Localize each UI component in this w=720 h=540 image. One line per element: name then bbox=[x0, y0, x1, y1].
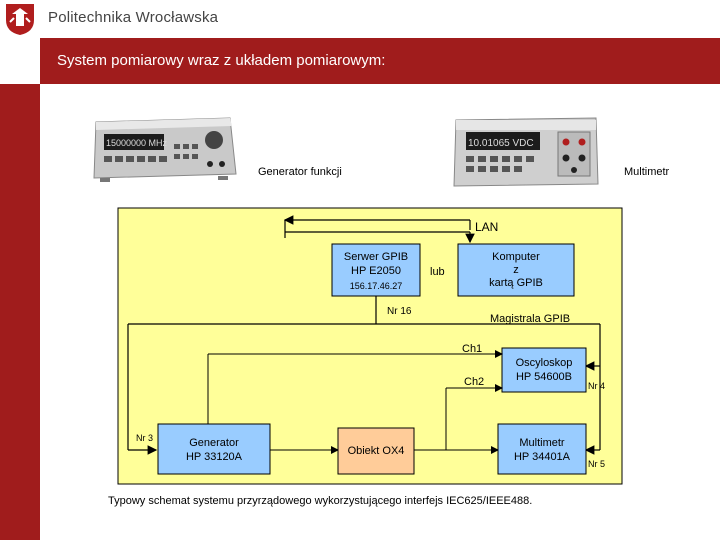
object-box bbox=[337, 427, 415, 475]
generator-label: Generator funkcji bbox=[258, 166, 342, 178]
left-margin-top bbox=[0, 38, 40, 84]
server-line2: HP E2050 bbox=[351, 265, 401, 277]
pc-line1: Komputer bbox=[492, 251, 540, 263]
or-label: lub bbox=[430, 266, 445, 278]
object-label: Obiekt OX4 bbox=[348, 445, 405, 457]
gpib-system-diagram: LAN Serwer GPIB HP E2050 156.17.46.27 lu… bbox=[117, 207, 623, 485]
multimeter-image: 10.01065 VDC bbox=[448, 104, 604, 188]
multimeter-box bbox=[497, 423, 587, 475]
ch2-label: Ch2 bbox=[464, 376, 484, 388]
lan-label: LAN bbox=[475, 220, 498, 234]
generator-display-text: 15000000 MHz bbox=[106, 138, 168, 148]
dmm-line2: HP 34401A bbox=[514, 451, 571, 463]
slide-title: System pomiarowy wraz z układem pomiarow… bbox=[57, 52, 386, 69]
university-name: Politechnika Wrocławska bbox=[48, 9, 219, 26]
nr4-label: Nr 4 bbox=[588, 381, 605, 391]
pc-line3: kartą GPIB bbox=[489, 277, 543, 289]
gen-line1: Generator bbox=[189, 437, 239, 449]
function-generator-image: 15000000 MHz bbox=[90, 104, 240, 184]
scope-line2: HP 54600B bbox=[516, 371, 572, 383]
header: Politechnika Wrocławska bbox=[0, 0, 720, 38]
dmm-line1: Multimetr bbox=[519, 437, 565, 449]
multimeter-display-text: 10.01065 VDC bbox=[468, 138, 534, 149]
title-bar: System pomiarowy wraz z układem pomiarow… bbox=[40, 38, 720, 84]
university-logo-icon bbox=[6, 4, 34, 35]
diagram-caption: Typowy schemat systemu przyrządowego wyk… bbox=[108, 495, 533, 507]
server-line3: 156.17.46.27 bbox=[350, 281, 403, 291]
scope-line1: Oscyloskop bbox=[516, 357, 573, 369]
left-accent-bar bbox=[0, 84, 40, 540]
nr3-label: Nr 3 bbox=[136, 433, 153, 443]
oscilloscope-box bbox=[501, 347, 587, 393]
ch1-label: Ch1 bbox=[462, 343, 482, 355]
pc-line2: z bbox=[513, 264, 519, 276]
server-line1: Serwer GPIB bbox=[344, 251, 408, 263]
computer-box bbox=[457, 243, 575, 297]
nr5-label: Nr 5 bbox=[588, 459, 605, 469]
gen-line2: HP 33120A bbox=[186, 451, 243, 463]
nr16-label: Nr 16 bbox=[387, 306, 412, 317]
gpib-bus-label: Magistrala GPIB bbox=[490, 313, 570, 325]
gpib-server-box bbox=[331, 243, 421, 297]
multimeter-label: Multimetr bbox=[624, 166, 670, 178]
generator-box bbox=[157, 423, 271, 475]
